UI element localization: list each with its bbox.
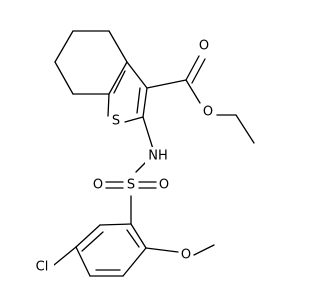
chlorine-label: Cl — [36, 260, 49, 275]
molecule-diagram: S O O NH S O O Cl O — [30, 30, 255, 277]
ester-oxygen-label: O — [203, 105, 213, 120]
sulfonyl-oxygen-right-label: O — [159, 178, 169, 193]
methoxy-substituent — [145, 244, 215, 256]
benzene-ring — [75, 223, 147, 277]
thiophene-ring — [107, 61, 148, 123]
amine-nh-label: NH — [148, 149, 168, 164]
structure-svg: S O O NH S O O Cl O — [30, 30, 255, 277]
chloro-substituent — [53, 246, 77, 266]
sulfonyl-sulfur-label: S — [127, 178, 135, 193]
ester-group — [146, 55, 255, 144]
sulfonyl-group — [105, 181, 157, 225]
thiophene-sulfur-label: S — [112, 114, 120, 129]
carbonyl-oxygen-label: O — [199, 39, 209, 54]
sulfonyl-oxygen-left-label: O — [93, 178, 103, 193]
methoxy-oxygen-label: O — [181, 248, 191, 263]
atom-labels: S O O NH S O O Cl O — [30, 37, 215, 276]
cyclohexene-ring — [54, 30, 128, 95]
